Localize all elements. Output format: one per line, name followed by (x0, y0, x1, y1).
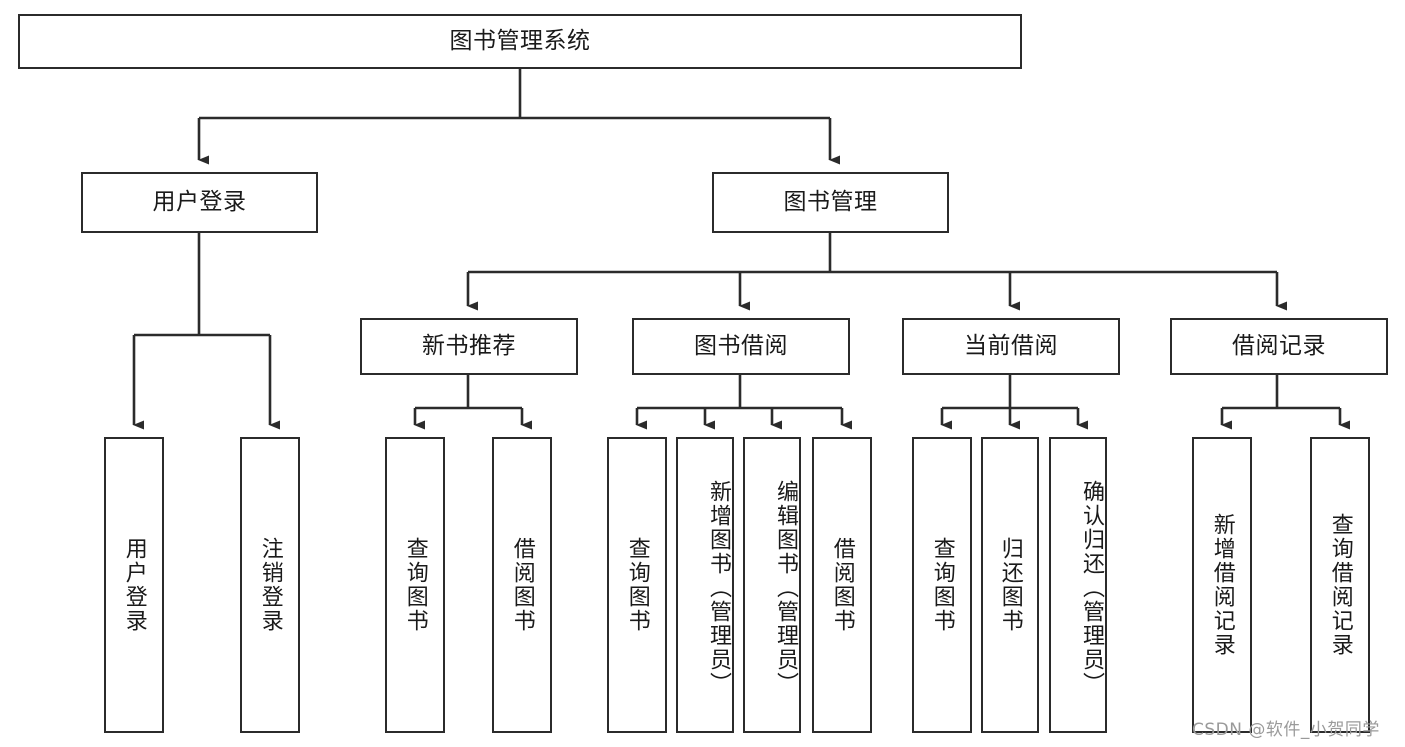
node-leaf-return-book-label: 归还图书 (997, 537, 1023, 633)
node-leaf-add-book-admin[interactable]: 新增图书（管理员） (676, 437, 734, 733)
node-leaf-add-book-admin-label: 新增图书（管理员） (706, 480, 731, 696)
node-leaf-return-book[interactable]: 归还图书 (981, 437, 1039, 733)
node-leaf-user-login[interactable]: 用户登录 (104, 437, 164, 733)
node-leaf-add-borrow-record-label: 新增借阅记录 (1209, 513, 1235, 657)
node-leaf-borrow-book[interactable]: 借阅图书 (812, 437, 872, 733)
node-leaf-confirm-return-admin-label: 确认归还（管理员） (1079, 480, 1104, 696)
node-leaf-logout-label: 注销登录 (257, 537, 283, 633)
node-leaf-logout[interactable]: 注销登录 (240, 437, 300, 733)
node-leaf-query-book-recommend-label: 查询图书 (402, 537, 428, 633)
node-leaf-confirm-return-admin[interactable]: 确认归还（管理员） (1049, 437, 1107, 733)
node-borrow-record-label: 借阅记录 (1232, 332, 1326, 359)
node-book-borrow[interactable]: 图书借阅 (632, 318, 850, 375)
node-book-borrow-label: 图书借阅 (694, 332, 788, 359)
node-leaf-query-borrow-record[interactable]: 查询借阅记录 (1310, 437, 1370, 733)
node-book-management[interactable]: 图书管理 (712, 172, 949, 233)
node-user-login[interactable]: 用户登录 (81, 172, 318, 233)
node-leaf-query-book-recommend[interactable]: 查询图书 (385, 437, 445, 733)
node-new-book-recommend-label: 新书推荐 (422, 332, 516, 359)
node-user-login-label: 用户登录 (152, 188, 247, 215)
node-root-system-label: 图书管理系统 (449, 27, 591, 54)
node-current-borrow[interactable]: 当前借阅 (902, 318, 1120, 375)
csdn-watermark: CSDN @软件_小贺同学 (1192, 720, 1380, 740)
node-root-system[interactable]: 图书管理系统 (18, 14, 1022, 69)
node-leaf-borrow-book-recommend-label: 借阅图书 (509, 537, 535, 633)
node-leaf-edit-book-admin-label: 编辑图书（管理员） (773, 480, 798, 696)
node-leaf-query-book-current-label: 查询图书 (929, 537, 955, 633)
node-leaf-borrow-book-recommend[interactable]: 借阅图书 (492, 437, 552, 733)
node-borrow-record[interactable]: 借阅记录 (1170, 318, 1388, 375)
node-book-management-label: 图书管理 (783, 188, 878, 215)
node-current-borrow-label: 当前借阅 (964, 332, 1058, 359)
node-new-book-recommend[interactable]: 新书推荐 (360, 318, 578, 375)
node-leaf-borrow-book-label: 借阅图书 (829, 537, 855, 633)
node-leaf-add-borrow-record[interactable]: 新增借阅记录 (1192, 437, 1252, 733)
node-leaf-edit-book-admin[interactable]: 编辑图书（管理员） (743, 437, 801, 733)
node-leaf-query-book-borrow[interactable]: 查询图书 (607, 437, 667, 733)
node-leaf-query-borrow-record-label: 查询借阅记录 (1327, 513, 1353, 657)
node-leaf-query-book-borrow-label: 查询图书 (624, 537, 650, 633)
node-leaf-user-login-label: 用户登录 (121, 537, 147, 633)
node-leaf-query-book-current[interactable]: 查询图书 (912, 437, 972, 733)
